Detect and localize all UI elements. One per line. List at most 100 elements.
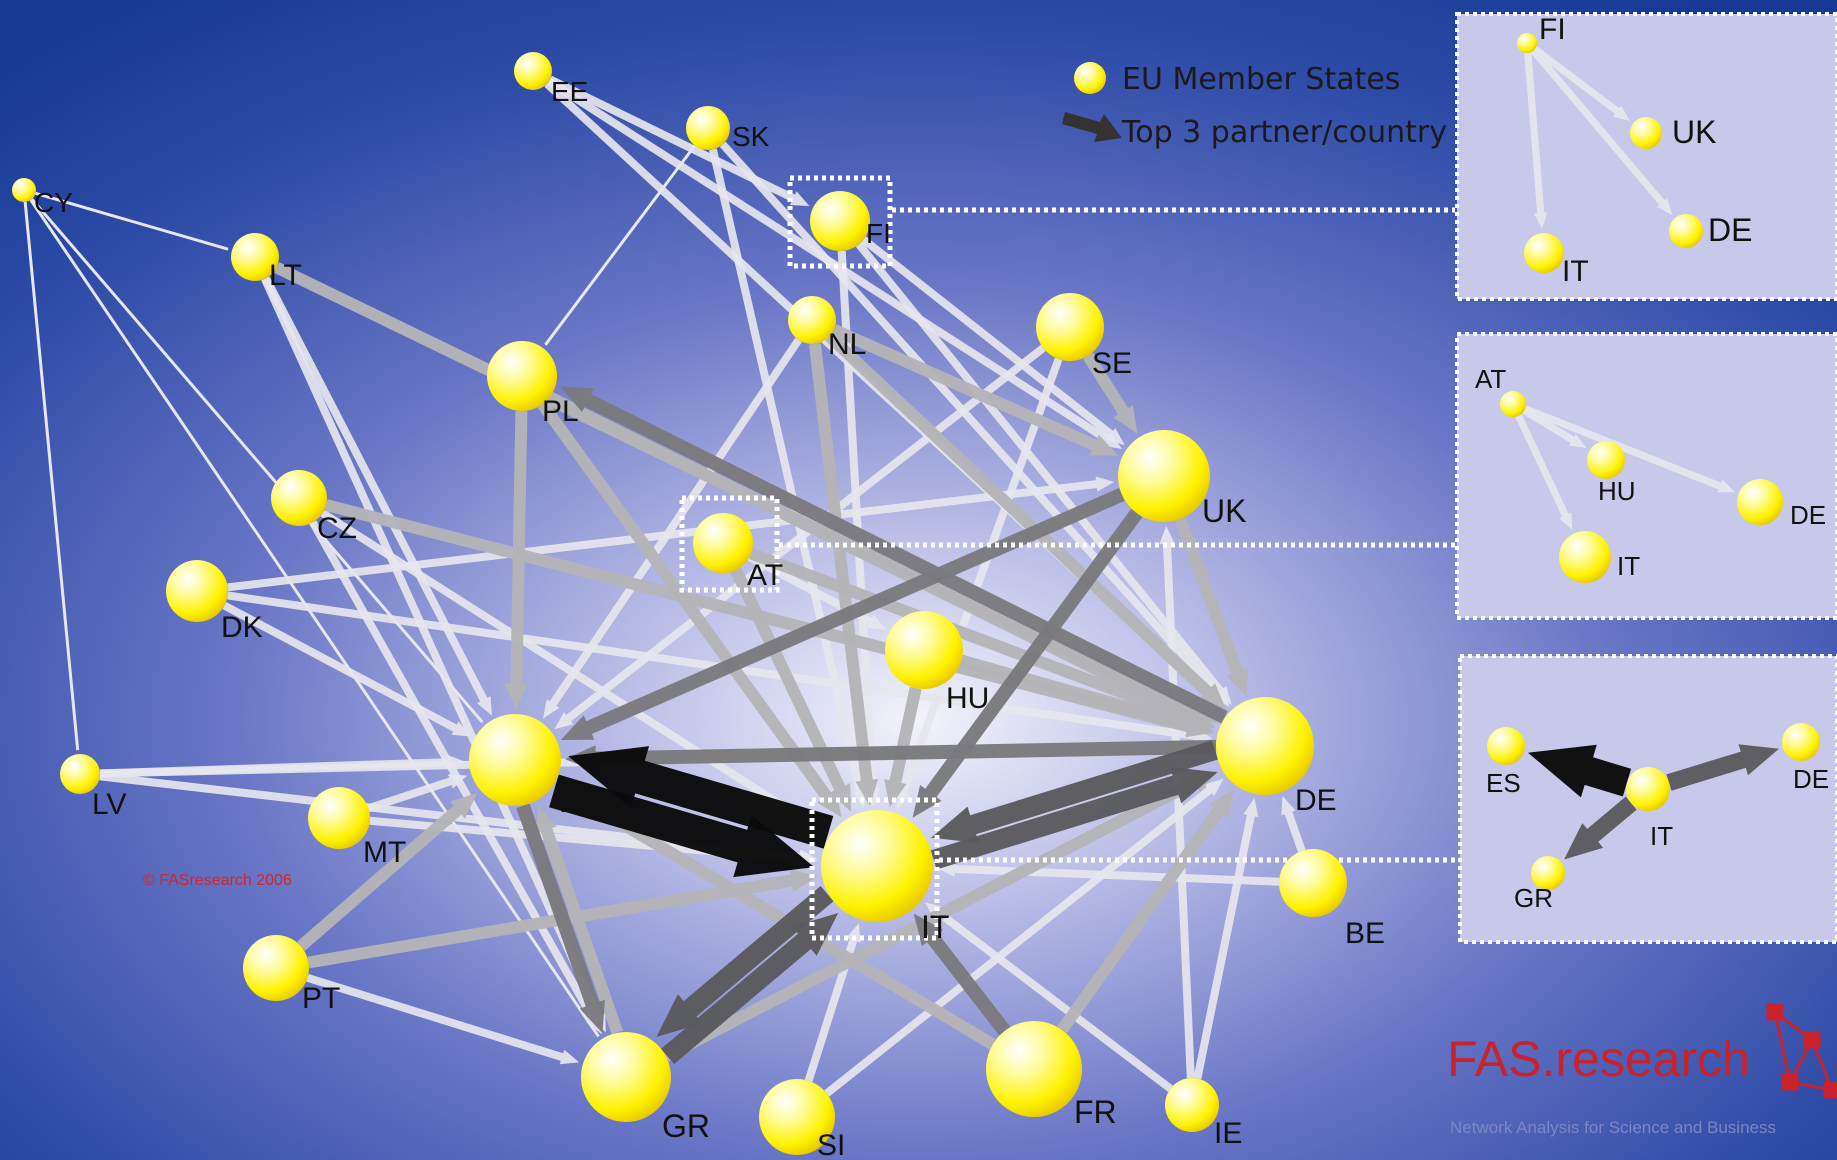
node-circle — [469, 714, 561, 806]
link-arrow — [1515, 414, 1573, 530]
node-label: CY — [34, 187, 73, 218]
node-label: IE — [1214, 1117, 1242, 1150]
inset-2-node-it: IT — [1559, 531, 1640, 583]
link-arrow — [565, 739, 1217, 772]
node-label: FR — [1074, 1094, 1117, 1130]
link-line — [29, 199, 600, 1038]
brand-name: FAS.research — [1447, 1031, 1750, 1087]
node-uk: UK — [1118, 430, 1246, 529]
link-arrow — [306, 974, 580, 1065]
node-ie: IE — [1165, 1078, 1242, 1150]
node-de: DE — [1216, 697, 1337, 817]
link-arrow — [554, 344, 1046, 730]
link-arrow — [709, 148, 867, 808]
node-circle — [1118, 430, 1210, 522]
node-label: CZ — [317, 512, 357, 545]
node-cz: CZ — [271, 470, 357, 545]
inset-network-1: FI UK DE IT — [1517, 13, 1752, 288]
node-gr: GR — [581, 1032, 710, 1144]
inset-1-node-fi: FI — [1517, 13, 1566, 53]
node-be: BE — [1279, 849, 1385, 950]
link-arrow — [861, 236, 1125, 446]
link-arrow — [324, 499, 1214, 738]
node-circle — [12, 178, 36, 202]
legend-node-icon — [1074, 62, 1106, 94]
node-label: SI — [817, 1129, 845, 1160]
link-arrow — [825, 332, 1227, 710]
node-label: DE — [1793, 764, 1829, 794]
node-circle — [1517, 33, 1537, 53]
node-label: HU — [946, 682, 989, 715]
node-cy: CY — [12, 178, 73, 218]
node-circle — [231, 233, 279, 281]
node-label: EE — [551, 76, 588, 107]
node-label: FI — [1539, 13, 1566, 46]
node-label: HU — [1598, 476, 1636, 506]
callout-box-it — [809, 797, 940, 941]
node-circle — [1531, 856, 1565, 890]
legend-arrow-icon — [1062, 112, 1122, 142]
node-mt: MT — [308, 787, 406, 869]
link-arrow — [1057, 789, 1235, 1034]
inset-1-node-de: DE — [1669, 212, 1752, 248]
inset-3-node-gr: GR — [1514, 856, 1565, 913]
node-label: BE — [1345, 917, 1385, 950]
node-at: AT — [693, 513, 783, 592]
copyright-note: © FASresearch 2006 — [143, 872, 292, 889]
link-arrow — [560, 386, 1228, 724]
node-circle — [693, 513, 753, 573]
node-lt: LT — [231, 233, 302, 292]
node-label: IT — [921, 909, 949, 945]
link-arrow — [931, 740, 1218, 843]
inset-2-node-de: DE — [1737, 479, 1826, 530]
node-pt: PT — [243, 935, 340, 1015]
link-arrow — [1083, 352, 1138, 434]
inset-3-node-it: IT — [1626, 767, 1673, 851]
link-arrow — [808, 343, 879, 807]
link-line — [544, 144, 696, 346]
node-circle — [885, 611, 963, 689]
inset-1-node-it: IT — [1524, 233, 1589, 288]
node-circle — [1559, 531, 1611, 583]
node-circle — [487, 341, 557, 411]
node-label: GR — [1514, 883, 1553, 913]
node-label: FI — [866, 218, 891, 249]
link-arrow — [1528, 744, 1632, 798]
node-label: UK — [1672, 114, 1716, 150]
link-arrow — [568, 746, 834, 849]
link-arrow — [1524, 52, 1548, 230]
links-layer — [23, 75, 1306, 1097]
link-line — [35, 191, 229, 251]
node-circle — [166, 560, 228, 622]
link-arrow — [1523, 405, 1735, 493]
link-arrow — [749, 547, 1216, 729]
link-arrow — [262, 276, 492, 716]
legend-nodes-label: EU Member States — [1122, 62, 1400, 97]
node-circle — [243, 935, 309, 1001]
node-fi: FI — [810, 191, 891, 251]
node-circle — [60, 754, 100, 794]
inset-1-node-uk: UK — [1630, 114, 1716, 150]
link-arrow — [937, 861, 1280, 886]
link-arrow — [831, 324, 1119, 456]
link-arrow — [1193, 797, 1259, 1080]
node-circle — [1630, 117, 1662, 149]
node-circle — [1737, 479, 1783, 525]
node-it: IT — [821, 810, 949, 945]
node-pl: PL — [487, 341, 579, 428]
link-arrow — [297, 792, 478, 951]
node-si: SI — [759, 1079, 845, 1160]
node-label: DE — [1708, 212, 1752, 248]
node-label: DE — [1295, 784, 1337, 817]
legend-arrow-label: Top 3 partner/country — [1121, 115, 1447, 150]
brand-tagline: Network Analysis for Science and Busines… — [1450, 1118, 1776, 1137]
node-es: ES — [469, 714, 602, 819]
link-arrow — [505, 410, 528, 710]
node-label: UK — [1202, 493, 1246, 529]
node-circle — [1524, 233, 1564, 273]
node-circle — [1216, 697, 1314, 795]
node-label: NL — [828, 328, 866, 361]
